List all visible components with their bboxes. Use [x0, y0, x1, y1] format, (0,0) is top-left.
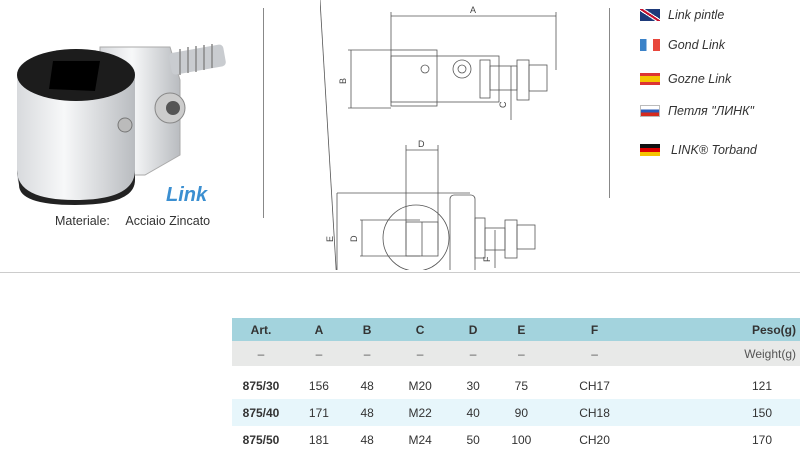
material-info: Materiale: Acciaio Zincato: [55, 214, 210, 228]
es-flag-icon: [640, 73, 660, 85]
dim-a: A: [470, 5, 476, 15]
svg-text:B: B: [338, 78, 348, 84]
section-divider: [0, 272, 800, 273]
divider: [263, 8, 264, 218]
name-es: Gozne Link: [640, 72, 731, 86]
svg-text:D: D: [418, 139, 425, 149]
name-ru: Петля "ЛИНК": [640, 104, 754, 118]
name-fr: Gond Link: [640, 38, 725, 52]
material-label: Materiale:: [55, 214, 110, 228]
svg-text:F: F: [482, 256, 492, 262]
brand-logo: Link: [166, 184, 208, 206]
name-de: LINK® Torband: [640, 143, 757, 157]
product-image: [17, 44, 226, 205]
svg-text:D: D: [349, 235, 359, 242]
name-en: Link pintle: [640, 8, 724, 22]
material-value: Acciaio Zincato: [125, 214, 211, 228]
technical-drawing: A B C D D E F: [320, 0, 557, 270]
divider: [609, 8, 610, 198]
table-subheader: –––––––Weight(g): [232, 341, 800, 366]
svg-text:E: E: [325, 236, 335, 242]
uk-flag-icon: [640, 9, 660, 21]
fr-flag-icon: [640, 39, 660, 51]
ru-flag-icon: [640, 105, 660, 117]
svg-text:C: C: [498, 101, 508, 108]
de-flag-icon: [640, 144, 660, 156]
